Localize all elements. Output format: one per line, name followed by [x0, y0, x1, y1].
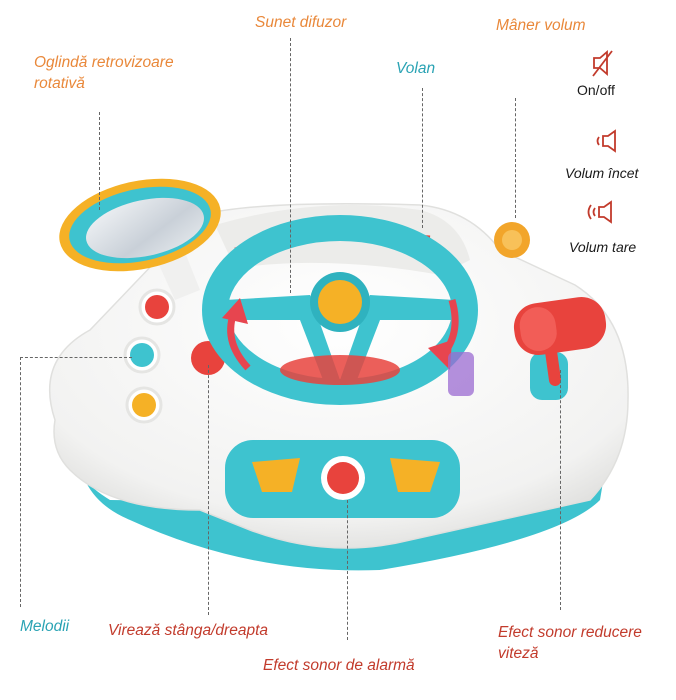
speaker-high-icon: [587, 200, 612, 224]
label-volume-handle: Mâner volum: [496, 17, 586, 34]
label-on-off: On/off: [577, 82, 615, 98]
label-speaker: Sunet difuzor: [255, 14, 347, 31]
guide-mirror: [99, 112, 100, 210]
label-wheel: Volan: [396, 60, 436, 77]
label-volume-low: Volum încet: [565, 165, 639, 181]
label-mirror: Oglindă retrovizoare rotativă: [34, 54, 174, 92]
guide-speaker: [290, 38, 291, 293]
mirror-glass: [86, 197, 204, 259]
left-turn-button: [252, 458, 300, 492]
guide-speed: [560, 370, 561, 610]
speed-indicator: [448, 352, 474, 396]
label-melodies: Melodii: [20, 618, 70, 635]
label-speed: Efect sonor reducere viteză: [498, 624, 642, 662]
steering-wheel-spokes: [225, 295, 455, 385]
label-volume-high: Volum tare: [569, 239, 637, 255]
speaker-low-icon: [596, 129, 616, 153]
guide-melodies: [20, 357, 21, 607]
guide-alarm: [347, 500, 348, 640]
guide-volume: [515, 98, 516, 218]
speaker-muted-icon: [592, 50, 613, 77]
guide-melodies-h: [20, 357, 132, 358]
guide-turn: [208, 365, 209, 615]
label-alarm: Efect sonor de alarmă: [263, 657, 415, 674]
steering-wheel-rim: [202, 215, 478, 405]
label-turn: Virează stânga/dreapta: [108, 622, 268, 639]
right-turn-button: [390, 458, 440, 492]
guide-wheel: [422, 88, 423, 228]
